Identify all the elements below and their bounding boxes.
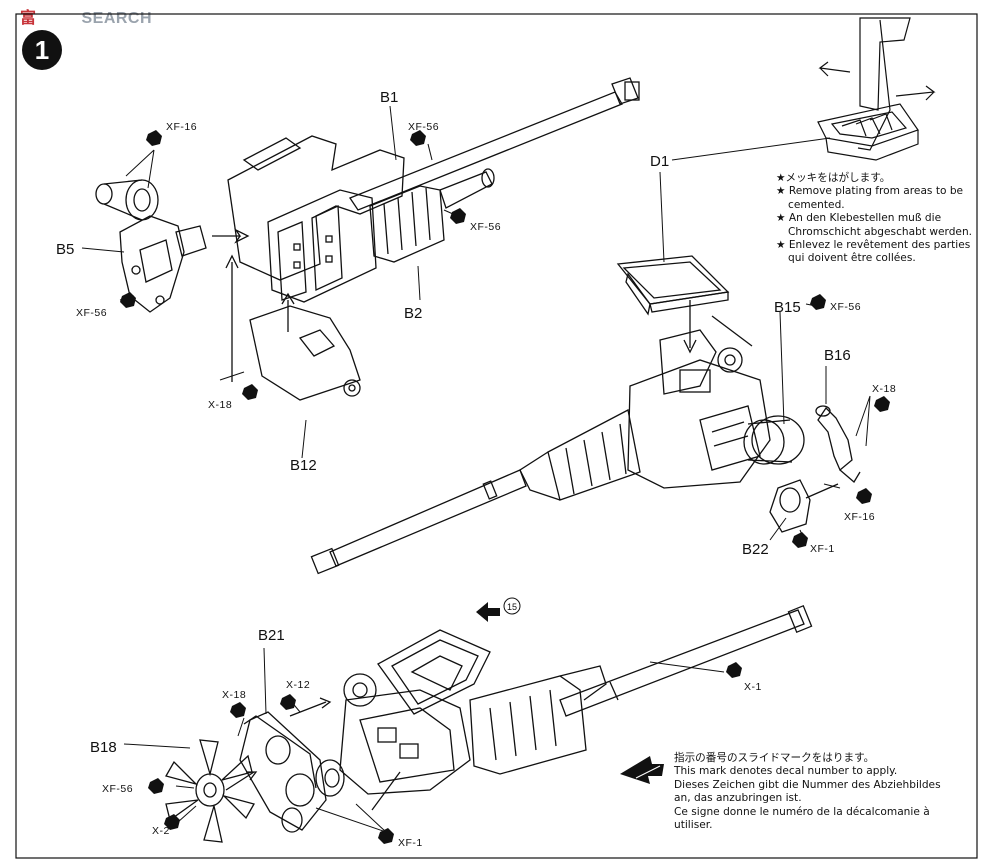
plating-note-en-1: ★ Remove plating from areas to be <box>776 185 964 198</box>
bolt-icon-xf16-b16 <box>856 488 872 504</box>
plating-note-jp: ★メッキをはがします。 <box>776 172 891 184</box>
paint-xf56-b15: XF-56 <box>830 301 861 313</box>
paint-xf16-b16: XF-16 <box>844 511 875 523</box>
paint-x1-shaft: X-1 <box>744 681 762 693</box>
plating-note: ★メッキをはがします。 ★ Remove plating from areas … <box>776 172 972 266</box>
label-b21: B21 <box>258 627 285 644</box>
paint-xf16-top: XF-16 <box>166 121 197 133</box>
label-b15: B15 <box>774 299 801 316</box>
label-b16: B16 <box>824 347 851 364</box>
decal-mark-legend-icon <box>620 756 664 784</box>
decal-note-jp: 指示の番号のスライドマークをはります。 <box>674 752 875 764</box>
bolt-icon-xf56-b18 <box>148 778 164 794</box>
decal-slide-icon <box>476 597 521 622</box>
decal-note-en: This mark denotes decal number to apply. <box>674 765 898 778</box>
bolt-icon-xf56-b15 <box>810 294 826 310</box>
paint-bolt-icons <box>120 130 890 844</box>
plating-note-de-2: Chromschicht abgeschabt werden. <box>788 225 973 238</box>
paint-xf56-right: XF-56 <box>470 221 501 233</box>
bolt-icon-x18-b16 <box>874 396 890 412</box>
plating-note-en-2: cemented. <box>788 198 845 211</box>
paint-xf56-b18: XF-56 <box>102 783 133 795</box>
paint-xf1-b22: XF-1 <box>810 543 835 555</box>
bolt-icon-xf56-right <box>450 208 466 224</box>
paint-xf1-bottom: XF-1 <box>398 837 423 849</box>
paint-x12-b21: X-12 <box>286 679 310 691</box>
label-d1: D1 <box>650 153 669 170</box>
plating-note-fr-1: ★ Enlevez le revêtement des parties <box>776 239 971 252</box>
paint-xf56-left: XF-56 <box>76 307 107 319</box>
decal-note-de-2: an, das anzubringen ist. <box>674 792 802 805</box>
decal-note-fr-1: Ce signe donne le numéro de la décalcoma… <box>674 805 930 818</box>
engine-airbox-drawing <box>310 255 861 575</box>
bolt-icon-x12-b21 <box>280 694 296 710</box>
bolt-icon-x2-b18 <box>164 814 180 830</box>
label-b2: B2 <box>404 305 422 322</box>
bolt-icon-xf1-bottom <box>378 828 394 844</box>
engine-fan-drawing <box>165 604 813 843</box>
label-b5: B5 <box>56 241 74 258</box>
paint-x18-b12: X-18 <box>208 399 232 411</box>
paint-x2-b18: X-2 <box>152 825 170 837</box>
decal-note-fr-2: utiliser. <box>674 819 713 832</box>
bolt-icon-xf16-top <box>146 130 162 146</box>
plating-note-de-1: ★ An den Klebestellen muß die <box>776 212 942 225</box>
label-b1: B1 <box>380 89 398 106</box>
step-number: 1 <box>35 35 49 65</box>
bolt-icon-xf56-left <box>120 292 136 308</box>
leader-lines <box>81 105 871 833</box>
bolt-icon-xf56-top <box>410 130 426 146</box>
bolt-icon-x18-b21 <box>230 702 246 718</box>
paint-x18-b16: X-18 <box>872 383 896 395</box>
transmission-assembly-drawing <box>95 77 640 401</box>
bolt-icon-xf1-b22 <box>792 532 808 548</box>
decal-note-de-1: Dieses Zeichen gibt die Nummer des Abzie… <box>674 778 941 791</box>
step-badge: 1 <box>22 30 62 70</box>
slide-ref-number: 15 <box>507 602 517 612</box>
label-b12: B12 <box>290 457 317 474</box>
bolt-icon-x18-b12 <box>242 384 258 400</box>
plating-detail-drawing <box>817 17 936 161</box>
decal-note: 指示の番号のスライドマークをはります。 This mark denotes de… <box>674 752 941 832</box>
label-b18: B18 <box>90 739 117 756</box>
bolt-icon-x1 <box>726 662 742 678</box>
page-frame <box>15 13 978 859</box>
plating-note-fr-2: qui doivent être collées. <box>788 252 916 265</box>
paint-xf56-top: XF-56 <box>408 121 439 133</box>
paint-x18-b21: X-18 <box>222 689 246 701</box>
label-b22: B22 <box>742 541 769 558</box>
